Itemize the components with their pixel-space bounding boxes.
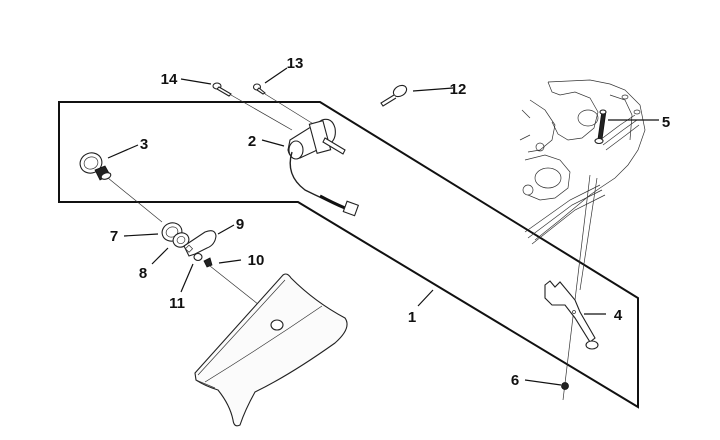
assembly-outline: [58, 101, 639, 409]
callout-10: 10: [248, 252, 265, 269]
washer-part-11: [193, 252, 203, 262]
assembly-line-4: [579, 177, 598, 291]
callout-3: 3: [140, 136, 148, 153]
screw-part-10: [203, 257, 213, 268]
callout-14: 14: [161, 71, 178, 88]
frame-chassis: [519, 79, 646, 245]
callout-1: 1: [408, 309, 416, 326]
bracket-lever-part-4: [544, 280, 599, 350]
lock-cylinder-part-3: [79, 152, 112, 181]
bolt-part-5: [594, 109, 607, 145]
callout-11: 11: [169, 295, 185, 312]
assembly-line-14: [230, 94, 293, 131]
key-part-12: [380, 84, 408, 107]
callout-7: 7: [110, 228, 118, 245]
callout-13: 13: [287, 55, 304, 72]
assembly-line-6: [562, 174, 591, 401]
leader-lines: [107, 67, 659, 386]
callout-2: 2: [248, 133, 256, 150]
screw-part-13: [252, 83, 266, 95]
callout-6: 6: [511, 372, 519, 389]
cam-plate-part-9: [183, 230, 217, 257]
callout-8: 8: [139, 265, 147, 282]
callout-4: 4: [614, 307, 623, 324]
nut-part-6: [561, 382, 569, 390]
callout-9: 9: [236, 216, 244, 233]
screw-part-14: [212, 82, 232, 97]
assembly-line-13: [264, 93, 316, 126]
lock-nut-part-8: [172, 232, 190, 248]
assembly-line-3: [107, 177, 163, 223]
ignition-switch-part-2: [287, 118, 360, 217]
callout-12: 12: [450, 81, 467, 98]
callout-5: 5: [662, 114, 670, 131]
panel-fairing: [194, 273, 348, 427]
